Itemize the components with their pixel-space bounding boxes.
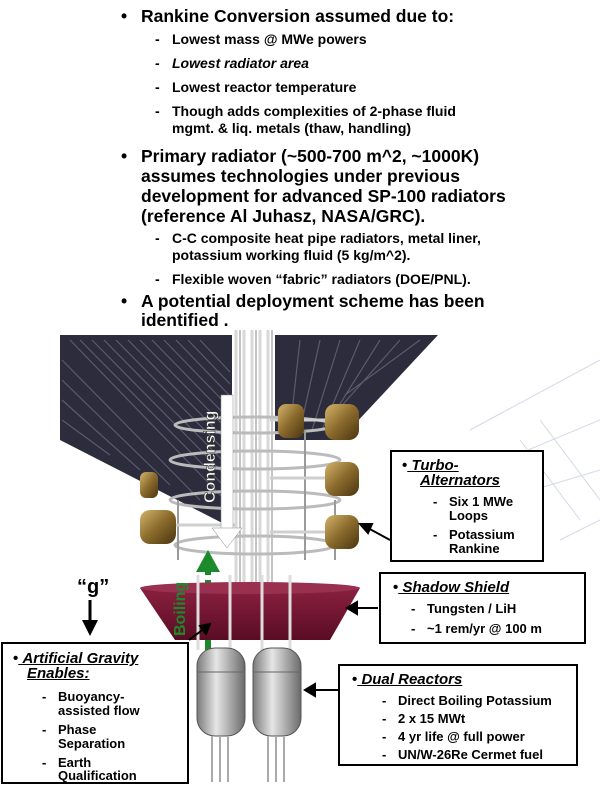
- background-lattice: [469, 359, 600, 541]
- callout-item: -Phase: [42, 722, 97, 737]
- bullet-radiator-line: assumes technologies under previous: [141, 166, 460, 186]
- callout-item: -Buoyancy-: [42, 689, 125, 704]
- sub-bullet-cont: potassium working fluid (5 kg/m^2).: [172, 247, 411, 263]
- callout-item: -UN/W-26Re Cermet fuel: [382, 747, 543, 762]
- sub-bullet: -Though adds complexities of 2-phase flu…: [155, 103, 456, 119]
- condensing-label: Condensing: [202, 410, 220, 503]
- bullet-radiator-line: (reference Al Juhasz, NASA/GRC).: [141, 206, 426, 226]
- callout-item-cont: assisted flow: [58, 703, 140, 718]
- callout-item: -Direct Boiling Potassium: [382, 693, 552, 708]
- bullet-deployment: • A potential deployment scheme has been: [121, 291, 485, 311]
- callout-turbo-title: Turbo-: [411, 457, 459, 474]
- callout-item: -~1 rem/yr @ 100 m: [411, 621, 542, 636]
- turbo-alternators: [140, 404, 359, 549]
- sub-bullet: -Lowest radiator area: [155, 55, 309, 71]
- callout-item: -Potassium: [433, 527, 515, 542]
- callout-item-cont: Separation: [58, 736, 126, 751]
- callout-dual-reactors: • Dual Reactors -Direct Boiling Potassiu…: [338, 664, 578, 766]
- callout-artificial-gravity: • Artificial Gravity Enables: -Buoyancy-…: [1, 642, 189, 784]
- sub-bullet: -C-C composite heat pipe radiators, meta…: [155, 230, 481, 246]
- gravity-label: “g”: [77, 576, 110, 598]
- callout-shield-title: Shadow Shield: [402, 579, 510, 596]
- callout-pointers: [188, 523, 391, 698]
- dual-reactors: [196, 647, 302, 782]
- central-pipes: [234, 330, 270, 600]
- callout-item: -4 yr life @ full power: [382, 729, 525, 744]
- gravity-arrow: [82, 600, 98, 636]
- callout-item: -Tungsten / LiH: [411, 601, 517, 616]
- radiator-panels: [60, 335, 438, 528]
- shadow-shield: [140, 588, 360, 640]
- boiling-arrow: [196, 550, 220, 650]
- boiling-label: Boiling: [172, 581, 189, 636]
- sub-bullet: -Lowest mass @ MWe powers: [155, 31, 367, 47]
- condensing-arrow: [211, 394, 243, 549]
- bullet-rankine-text: Rankine Conversion assumed due to:: [141, 6, 455, 26]
- callout-gravity-title: Artificial Gravity: [22, 650, 139, 667]
- sub-bullet-cont: mgmt. & liq. metals (thaw, handling): [172, 120, 412, 136]
- callout-shadow-shield: • Shadow Shield -Tungsten / LiH -~1 rem/…: [379, 572, 586, 644]
- bullet-radiator-line: development for advanced SP-100 radiator…: [141, 186, 506, 206]
- callout-turbo-alternators: • Turbo- Alternators -Six 1 MWe Loops -P…: [390, 450, 544, 562]
- sub-bullet: -Lowest reactor temperature: [155, 79, 357, 95]
- bullet-radiator: • Primary radiator (~500-700 m^2, ~1000K…: [121, 146, 480, 166]
- callout-item: -Six 1 MWe: [433, 494, 514, 509]
- callout-item-cont: Qualification: [58, 768, 137, 783]
- callout-item-cont: Rankine: [449, 541, 500, 556]
- callout-item: -2 x 15 MWt: [382, 711, 466, 726]
- callout-item-cont: Loops: [449, 508, 488, 523]
- callout-reactors-title: Dual Reactors: [361, 671, 463, 688]
- callout-item: -Earth: [42, 755, 92, 770]
- bullet-deployment-line: identified .: [141, 310, 229, 330]
- spacecraft-illustration: [60, 330, 600, 782]
- bullet-rankine: • Rankine Conversion assumed due to:: [121, 6, 455, 26]
- sub-bullet: -Flexible woven “fabric” radiators (DOE/…: [155, 271, 471, 287]
